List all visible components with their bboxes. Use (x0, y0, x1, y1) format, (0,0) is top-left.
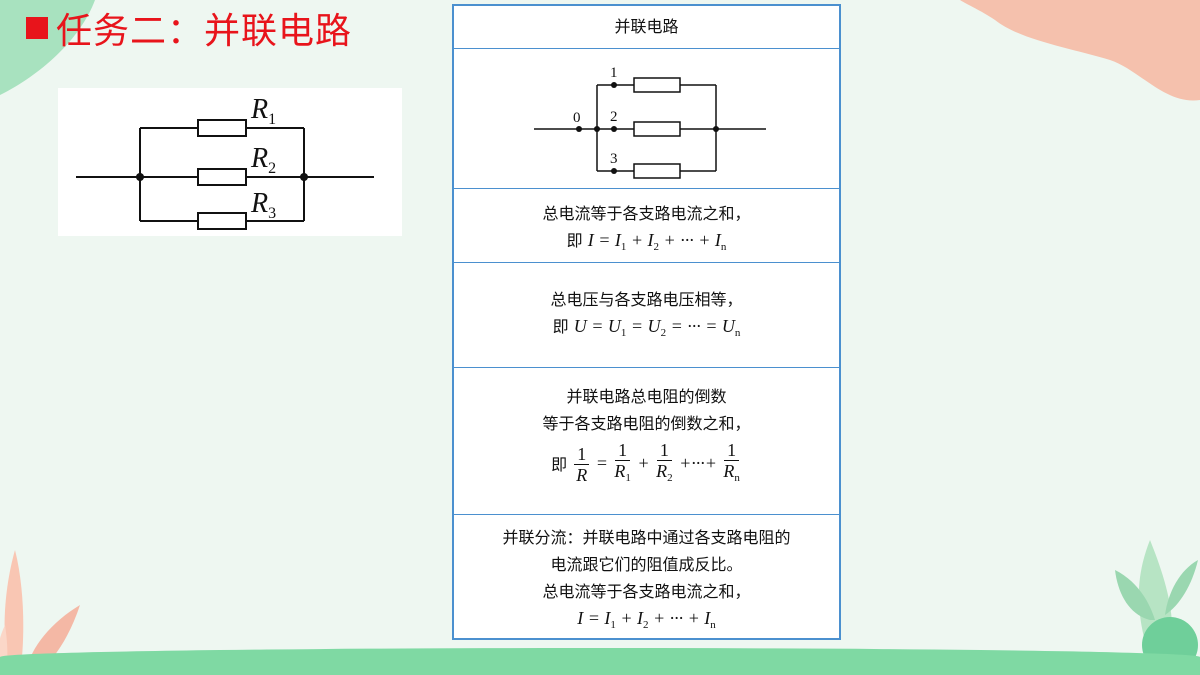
resistance-line1: 并联电路总电阻的倒数 (566, 387, 727, 406)
title-text: 任务二：并联电路 (56, 11, 353, 52)
current-prefix: 即 (566, 231, 583, 250)
junction-left (136, 173, 144, 181)
node-3 (611, 168, 617, 174)
current-text: 总电流等于各支路电流之和， (542, 204, 751, 223)
resistor-r3 (197, 212, 247, 230)
divide-line1: 并联分流：并联电路中通过各支路电阻的 (502, 528, 791, 547)
resistance-prefix: 即 (551, 455, 568, 475)
slide-title: 任务二：并联电路 (26, 6, 352, 52)
title-bullet (26, 17, 48, 39)
parallel-circuit-diagram: R1 R2 R3 (58, 88, 402, 236)
voltage-formula: U = U1 = U2 = ··· = Un (573, 316, 741, 339)
divide-line3: 总电流等于各支路电流之和， (542, 582, 751, 601)
node-0 (576, 126, 582, 132)
branch-resistor-2 (633, 121, 681, 137)
divide-formula-line: I = I1 + I2 + ··· + In (454, 605, 839, 639)
bottom-wave-decoration (0, 648, 1200, 675)
junction-right (300, 173, 308, 181)
circuit-svg: R1 R2 R3 (76, 94, 374, 230)
resistor-r1 (197, 119, 247, 137)
table-header: 并联电路 (614, 17, 679, 36)
current-formula: I = I1 + I2 + ··· + In (587, 230, 727, 253)
node-label-1: 1 (610, 65, 618, 81)
branch-resistor-3 (633, 163, 681, 179)
voltage-row: 总电压与各支路电压相等， 即 U = U1 = U2 = ··· = Un (454, 264, 839, 368)
parallel-circuit-table: 并联电路 (452, 4, 841, 640)
resistance-line2: 等于各支路电阻的倒数之和， (542, 414, 751, 433)
divide-line2: 电流跟它们的阻值成反比。 (550, 555, 743, 574)
voltage-text: 总电压与各支路电压相等， (550, 290, 743, 309)
node-label-3: 3 (610, 151, 618, 167)
node-label-2: 2 (610, 109, 618, 125)
label-r2: R2 (250, 143, 276, 177)
label-r1: R1 (250, 94, 276, 128)
current-formula-line: 即 I = I1 + I2 + ··· + In (454, 227, 839, 261)
current-row: 总电流等于各支路电流之和， 即 I = I1 + I2 + ··· + In (454, 189, 839, 263)
voltage-prefix: 即 (552, 317, 569, 336)
diagram-row: 0 1 2 3 (454, 49, 839, 189)
branch-resistor-1 (633, 77, 681, 93)
node-label-0: 0 (573, 110, 581, 126)
branch-diagram: 0 1 2 3 (534, 65, 766, 179)
node-2 (611, 126, 617, 132)
top-right-decoration (960, 0, 1200, 101)
voltage-formula-line: 即 U = U1 = U2 = ··· = Un (454, 313, 839, 347)
divide-formula: I = I1 + I2 + ··· + In (577, 608, 716, 631)
divide-row: 并联分流：并联电路中通过各支路电阻的 电流跟它们的阻值成反比。 总电流等于各支路… (454, 516, 839, 638)
node-1 (611, 82, 617, 88)
bottom-right-leaf-decoration (1115, 540, 1198, 675)
resistor-r2 (197, 168, 247, 186)
bottom-left-leaf-decoration (0, 550, 80, 675)
label-r3: R3 (250, 188, 276, 222)
table-header-row: 并联电路 (454, 6, 839, 49)
